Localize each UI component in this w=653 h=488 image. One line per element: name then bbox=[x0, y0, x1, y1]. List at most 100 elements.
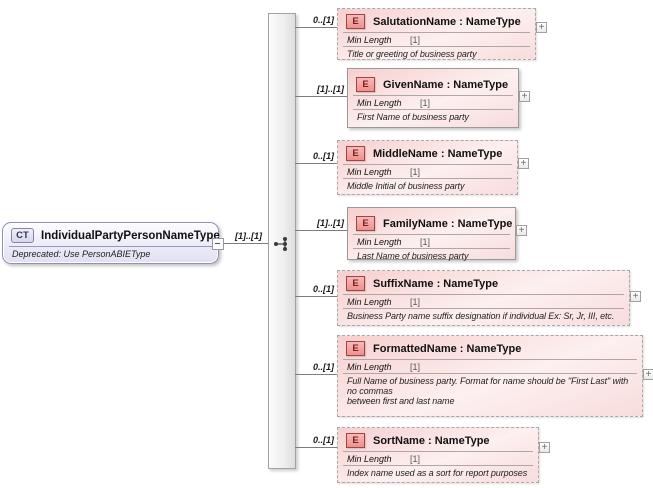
cardinality-label: [1]..[1] bbox=[317, 218, 344, 228]
element-title: GivenName : NameType bbox=[383, 78, 509, 91]
facet-name: Min Length bbox=[347, 35, 392, 45]
element-box-family-name[interactable]: E FamilyName : NameType Min Length [1] L… bbox=[347, 207, 516, 261]
expand-button[interactable]: + bbox=[518, 158, 529, 169]
facet-value: [1] bbox=[410, 362, 421, 372]
element-box-given-name[interactable]: E GivenName : NameType Min Length [1] Fi… bbox=[347, 68, 519, 128]
element-badge: E bbox=[346, 276, 365, 291]
facet-name: Min Length bbox=[347, 167, 392, 177]
expand-button[interactable]: + bbox=[539, 442, 550, 453]
root-type-header: CT IndividualPartyPersonNameType bbox=[3, 223, 220, 246]
element-badge: E bbox=[346, 14, 365, 29]
element-title: SortName : NameType bbox=[373, 434, 490, 447]
cardinality-label: [1]..[1] bbox=[317, 84, 344, 94]
connector-line bbox=[295, 96, 347, 97]
facet-value: [1] bbox=[410, 297, 421, 307]
connector-line bbox=[295, 27, 337, 28]
cardinality-label: [1]..[1] bbox=[235, 231, 262, 241]
facet-row: Min Length [1] bbox=[338, 165, 517, 178]
element-badge: E bbox=[346, 146, 365, 161]
divider bbox=[9, 246, 212, 247]
cardinality-label: 0..[1] bbox=[312, 435, 334, 445]
divider bbox=[343, 164, 512, 165]
element-title: SalutationName : NameType bbox=[373, 15, 521, 28]
divider bbox=[353, 95, 513, 96]
connector-line bbox=[295, 296, 337, 297]
element-header: E FamilyName : NameType bbox=[348, 208, 515, 234]
divider bbox=[343, 32, 530, 33]
divider bbox=[343, 359, 637, 360]
sequence-compositor[interactable] bbox=[268, 13, 296, 469]
element-title: FamilyName : NameType bbox=[383, 217, 513, 230]
element-badge: E bbox=[346, 433, 365, 448]
element-box-sort-name[interactable]: E SortName : NameType Min Length [1] Ind… bbox=[337, 427, 539, 483]
element-badge: E bbox=[356, 216, 375, 231]
element-annotation: First Name of business party bbox=[357, 112, 469, 122]
expand-button[interactable]: + bbox=[630, 291, 641, 302]
element-annotation: Title or greeting of business party bbox=[347, 49, 477, 59]
cardinality-label: 0..[1] bbox=[312, 284, 334, 294]
cardinality-label: 0..[1] bbox=[312, 362, 334, 372]
cardinality-label: 0..[1] bbox=[312, 151, 334, 161]
element-box-suffix-name[interactable]: E SuffixName : NameType Min Length [1] B… bbox=[337, 270, 630, 326]
divider bbox=[343, 294, 624, 295]
divider bbox=[343, 308, 624, 309]
element-annotation: Full Name of business party. Format for … bbox=[347, 376, 629, 406]
element-title: MiddleName : NameType bbox=[373, 147, 503, 160]
divider bbox=[353, 248, 510, 249]
element-title: SuffixName : NameType bbox=[373, 277, 499, 290]
element-header: E SortName : NameType bbox=[338, 428, 538, 451]
cardinality-label: 0..[1] bbox=[312, 15, 334, 25]
facet-row: Min Length [1] bbox=[338, 295, 629, 308]
facet-value: [1] bbox=[410, 167, 421, 177]
expand-button[interactable]: + bbox=[519, 91, 530, 102]
facet-name: Min Length bbox=[347, 454, 392, 464]
root-type-box[interactable]: CT IndividualPartyPersonNameType Depreca… bbox=[2, 222, 220, 264]
divider bbox=[343, 46, 530, 47]
element-annotation: Last Name of business party bbox=[357, 251, 469, 261]
connector-line bbox=[295, 230, 347, 231]
sequence-icon bbox=[274, 237, 287, 251]
element-badge: E bbox=[346, 341, 365, 356]
facet-row: Min Length [1] bbox=[348, 235, 515, 248]
expand-button[interactable]: + bbox=[643, 369, 653, 380]
connector-line bbox=[295, 447, 337, 448]
element-box-salutation-name[interactable]: E SalutationName : NameType Min Length [… bbox=[337, 8, 536, 60]
element-header: E SalutationName : NameType bbox=[338, 9, 535, 32]
expand-button[interactable]: + bbox=[516, 225, 527, 236]
element-header: E FormattedName : NameType bbox=[338, 336, 642, 359]
divider bbox=[353, 234, 510, 235]
element-box-formatted-name[interactable]: E FormattedName : NameType Min Length [1… bbox=[337, 335, 643, 417]
element-header: E SuffixName : NameType bbox=[338, 271, 629, 294]
divider bbox=[353, 109, 513, 110]
complex-type-badge: CT bbox=[11, 228, 34, 243]
facet-row: Min Length [1] bbox=[338, 360, 642, 373]
element-box-middle-name[interactable]: E MiddleName : NameType Min Length [1] M… bbox=[337, 140, 518, 195]
element-title: FormattedName : NameType bbox=[373, 342, 522, 355]
facet-row: Min Length [1] bbox=[338, 33, 535, 46]
facet-name: Min Length bbox=[357, 98, 402, 108]
element-annotation: Middle Initial of business party bbox=[347, 181, 465, 191]
connector-line bbox=[217, 243, 268, 244]
connector-line bbox=[295, 163, 337, 164]
element-annotation: Business Party name suffix designation i… bbox=[347, 311, 615, 321]
deprecated-note: Deprecated: Use PersonABIEType bbox=[12, 249, 151, 259]
facet-name: Min Length bbox=[347, 362, 392, 372]
collapse-button[interactable] bbox=[212, 238, 224, 250]
divider bbox=[343, 451, 533, 452]
divider bbox=[343, 178, 512, 179]
root-type-title: IndividualPartyPersonNameType bbox=[41, 229, 220, 242]
facet-name: Min Length bbox=[347, 297, 392, 307]
divider bbox=[343, 373, 637, 374]
minus-icon bbox=[215, 243, 220, 244]
facet-name: Min Length bbox=[357, 237, 402, 247]
element-header: E MiddleName : NameType bbox=[338, 141, 517, 164]
element-badge: E bbox=[356, 77, 375, 92]
element-header: E GivenName : NameType bbox=[348, 69, 518, 95]
element-annotation: Index name used as a sort for report pur… bbox=[347, 468, 528, 478]
connector-line bbox=[295, 374, 337, 375]
expand-button[interactable]: + bbox=[536, 22, 547, 33]
facet-value: [1] bbox=[410, 35, 421, 45]
facet-row: Min Length [1] bbox=[338, 452, 538, 465]
facet-value: [1] bbox=[420, 237, 431, 247]
